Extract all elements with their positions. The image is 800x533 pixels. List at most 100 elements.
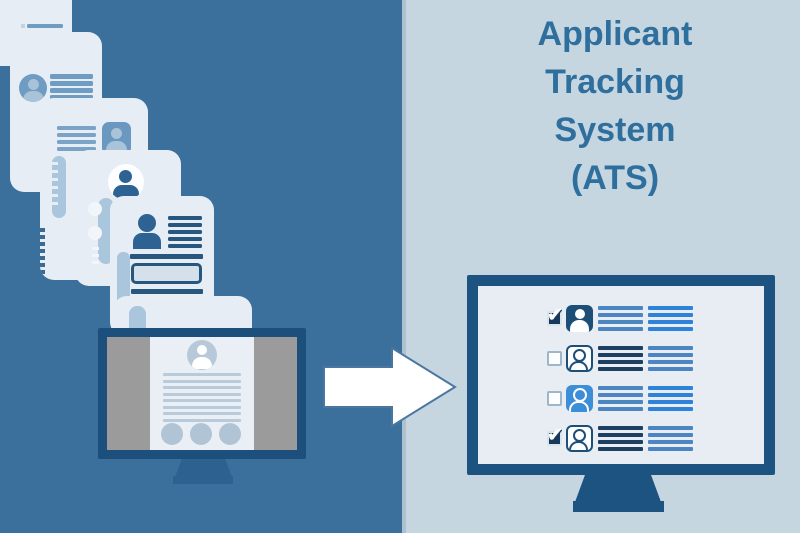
ats-monitor bbox=[467, 275, 775, 475]
binding-hole bbox=[88, 226, 102, 240]
text-line bbox=[648, 433, 693, 437]
text-line bbox=[163, 386, 241, 389]
candidate-avatar-icon bbox=[566, 305, 593, 332]
text-line bbox=[598, 440, 643, 444]
text-line bbox=[168, 237, 202, 241]
candidate-row bbox=[478, 424, 764, 452]
text-line bbox=[598, 353, 643, 357]
text-line bbox=[648, 426, 693, 430]
text-line-group bbox=[598, 306, 643, 331]
candidate-row bbox=[478, 345, 764, 372]
title-line-1: Applicant bbox=[537, 15, 693, 53]
text-line-group bbox=[648, 386, 693, 411]
text-line bbox=[163, 373, 241, 376]
text-line bbox=[648, 353, 693, 357]
text-line bbox=[598, 367, 643, 371]
text-line bbox=[598, 306, 643, 310]
section-divider-line bbox=[130, 254, 203, 259]
text-line bbox=[598, 433, 643, 437]
text-line bbox=[598, 320, 643, 324]
unchecked-checkbox-icon bbox=[547, 351, 562, 366]
text-line bbox=[163, 412, 241, 415]
text-line bbox=[598, 400, 643, 404]
text-line bbox=[57, 140, 96, 144]
left-monitor-stand bbox=[175, 459, 232, 477]
text-line bbox=[50, 95, 93, 100]
outlined-field-box bbox=[131, 263, 202, 284]
candidate-avatar-icon bbox=[566, 425, 593, 452]
text-line bbox=[163, 399, 241, 402]
text-line-group bbox=[648, 306, 693, 331]
text-line bbox=[598, 360, 643, 364]
binding-dash bbox=[40, 263, 45, 267]
left-monitor-base bbox=[173, 476, 233, 484]
unchecked-checkbox-icon bbox=[547, 391, 562, 406]
text-line bbox=[648, 393, 693, 397]
candidate-row bbox=[478, 385, 764, 412]
binding-dash bbox=[40, 242, 45, 246]
candidate-avatar-icon bbox=[566, 385, 593, 412]
binding-dash bbox=[40, 249, 45, 253]
text-line bbox=[648, 367, 693, 371]
text-line bbox=[168, 216, 202, 220]
candidate-avatar-icon bbox=[566, 345, 593, 372]
text-line bbox=[131, 289, 203, 294]
footer-circle-icon bbox=[219, 423, 241, 445]
binding-dash bbox=[40, 256, 45, 260]
text-line bbox=[168, 244, 202, 248]
text-line bbox=[163, 392, 241, 396]
person-icon bbox=[138, 214, 156, 232]
avatar-icon bbox=[187, 340, 217, 370]
text-line bbox=[598, 346, 643, 350]
text-line bbox=[648, 360, 693, 364]
text-line bbox=[50, 74, 93, 79]
candidate-row bbox=[478, 304, 764, 332]
text-line bbox=[598, 447, 643, 451]
page-title: Applicant Tracking System (ATS) bbox=[455, 10, 775, 202]
text-line bbox=[648, 320, 693, 324]
text-line-group bbox=[598, 386, 643, 411]
text-line bbox=[598, 313, 643, 317]
title-line-3: System bbox=[554, 111, 676, 149]
footer-circle-icon bbox=[161, 423, 183, 445]
title-line-2: Tracking bbox=[545, 63, 685, 101]
text-line-group bbox=[598, 346, 643, 371]
text-line bbox=[27, 24, 63, 28]
text-line bbox=[648, 327, 693, 331]
text-line bbox=[57, 147, 96, 151]
resume-on-screen bbox=[150, 337, 254, 450]
avatar-icon bbox=[108, 164, 144, 200]
binding-dash bbox=[40, 228, 45, 232]
title-line-4: (ATS) bbox=[570, 159, 660, 197]
panel-divider bbox=[402, 0, 406, 533]
text-line bbox=[648, 407, 693, 411]
footer-circle-icon bbox=[190, 423, 212, 445]
text-line-group bbox=[598, 426, 643, 451]
text-line bbox=[168, 230, 202, 234]
text-line bbox=[168, 223, 202, 227]
text-line bbox=[163, 405, 241, 409]
ats-monitor-stand bbox=[575, 474, 661, 502]
text-line bbox=[648, 306, 693, 310]
text-line bbox=[598, 407, 643, 411]
text-line bbox=[598, 426, 643, 430]
binding-dash bbox=[40, 235, 45, 239]
left-monitor bbox=[98, 328, 306, 459]
text-line bbox=[50, 81, 93, 86]
checked-checkbox-icon bbox=[547, 424, 563, 447]
text-line bbox=[598, 393, 643, 397]
text-line bbox=[648, 447, 693, 451]
bullet-square bbox=[21, 24, 25, 28]
binding-hole bbox=[88, 202, 102, 216]
text-line bbox=[648, 346, 693, 350]
right-arrow-icon bbox=[323, 346, 457, 428]
text-line bbox=[50, 88, 93, 93]
text-line-group bbox=[648, 426, 693, 451]
text-line bbox=[598, 327, 643, 331]
text-line bbox=[648, 386, 693, 390]
ats-monitor-base bbox=[573, 501, 664, 512]
checked-checkbox-icon bbox=[547, 304, 563, 327]
text-line bbox=[163, 379, 241, 383]
text-line bbox=[648, 313, 693, 317]
